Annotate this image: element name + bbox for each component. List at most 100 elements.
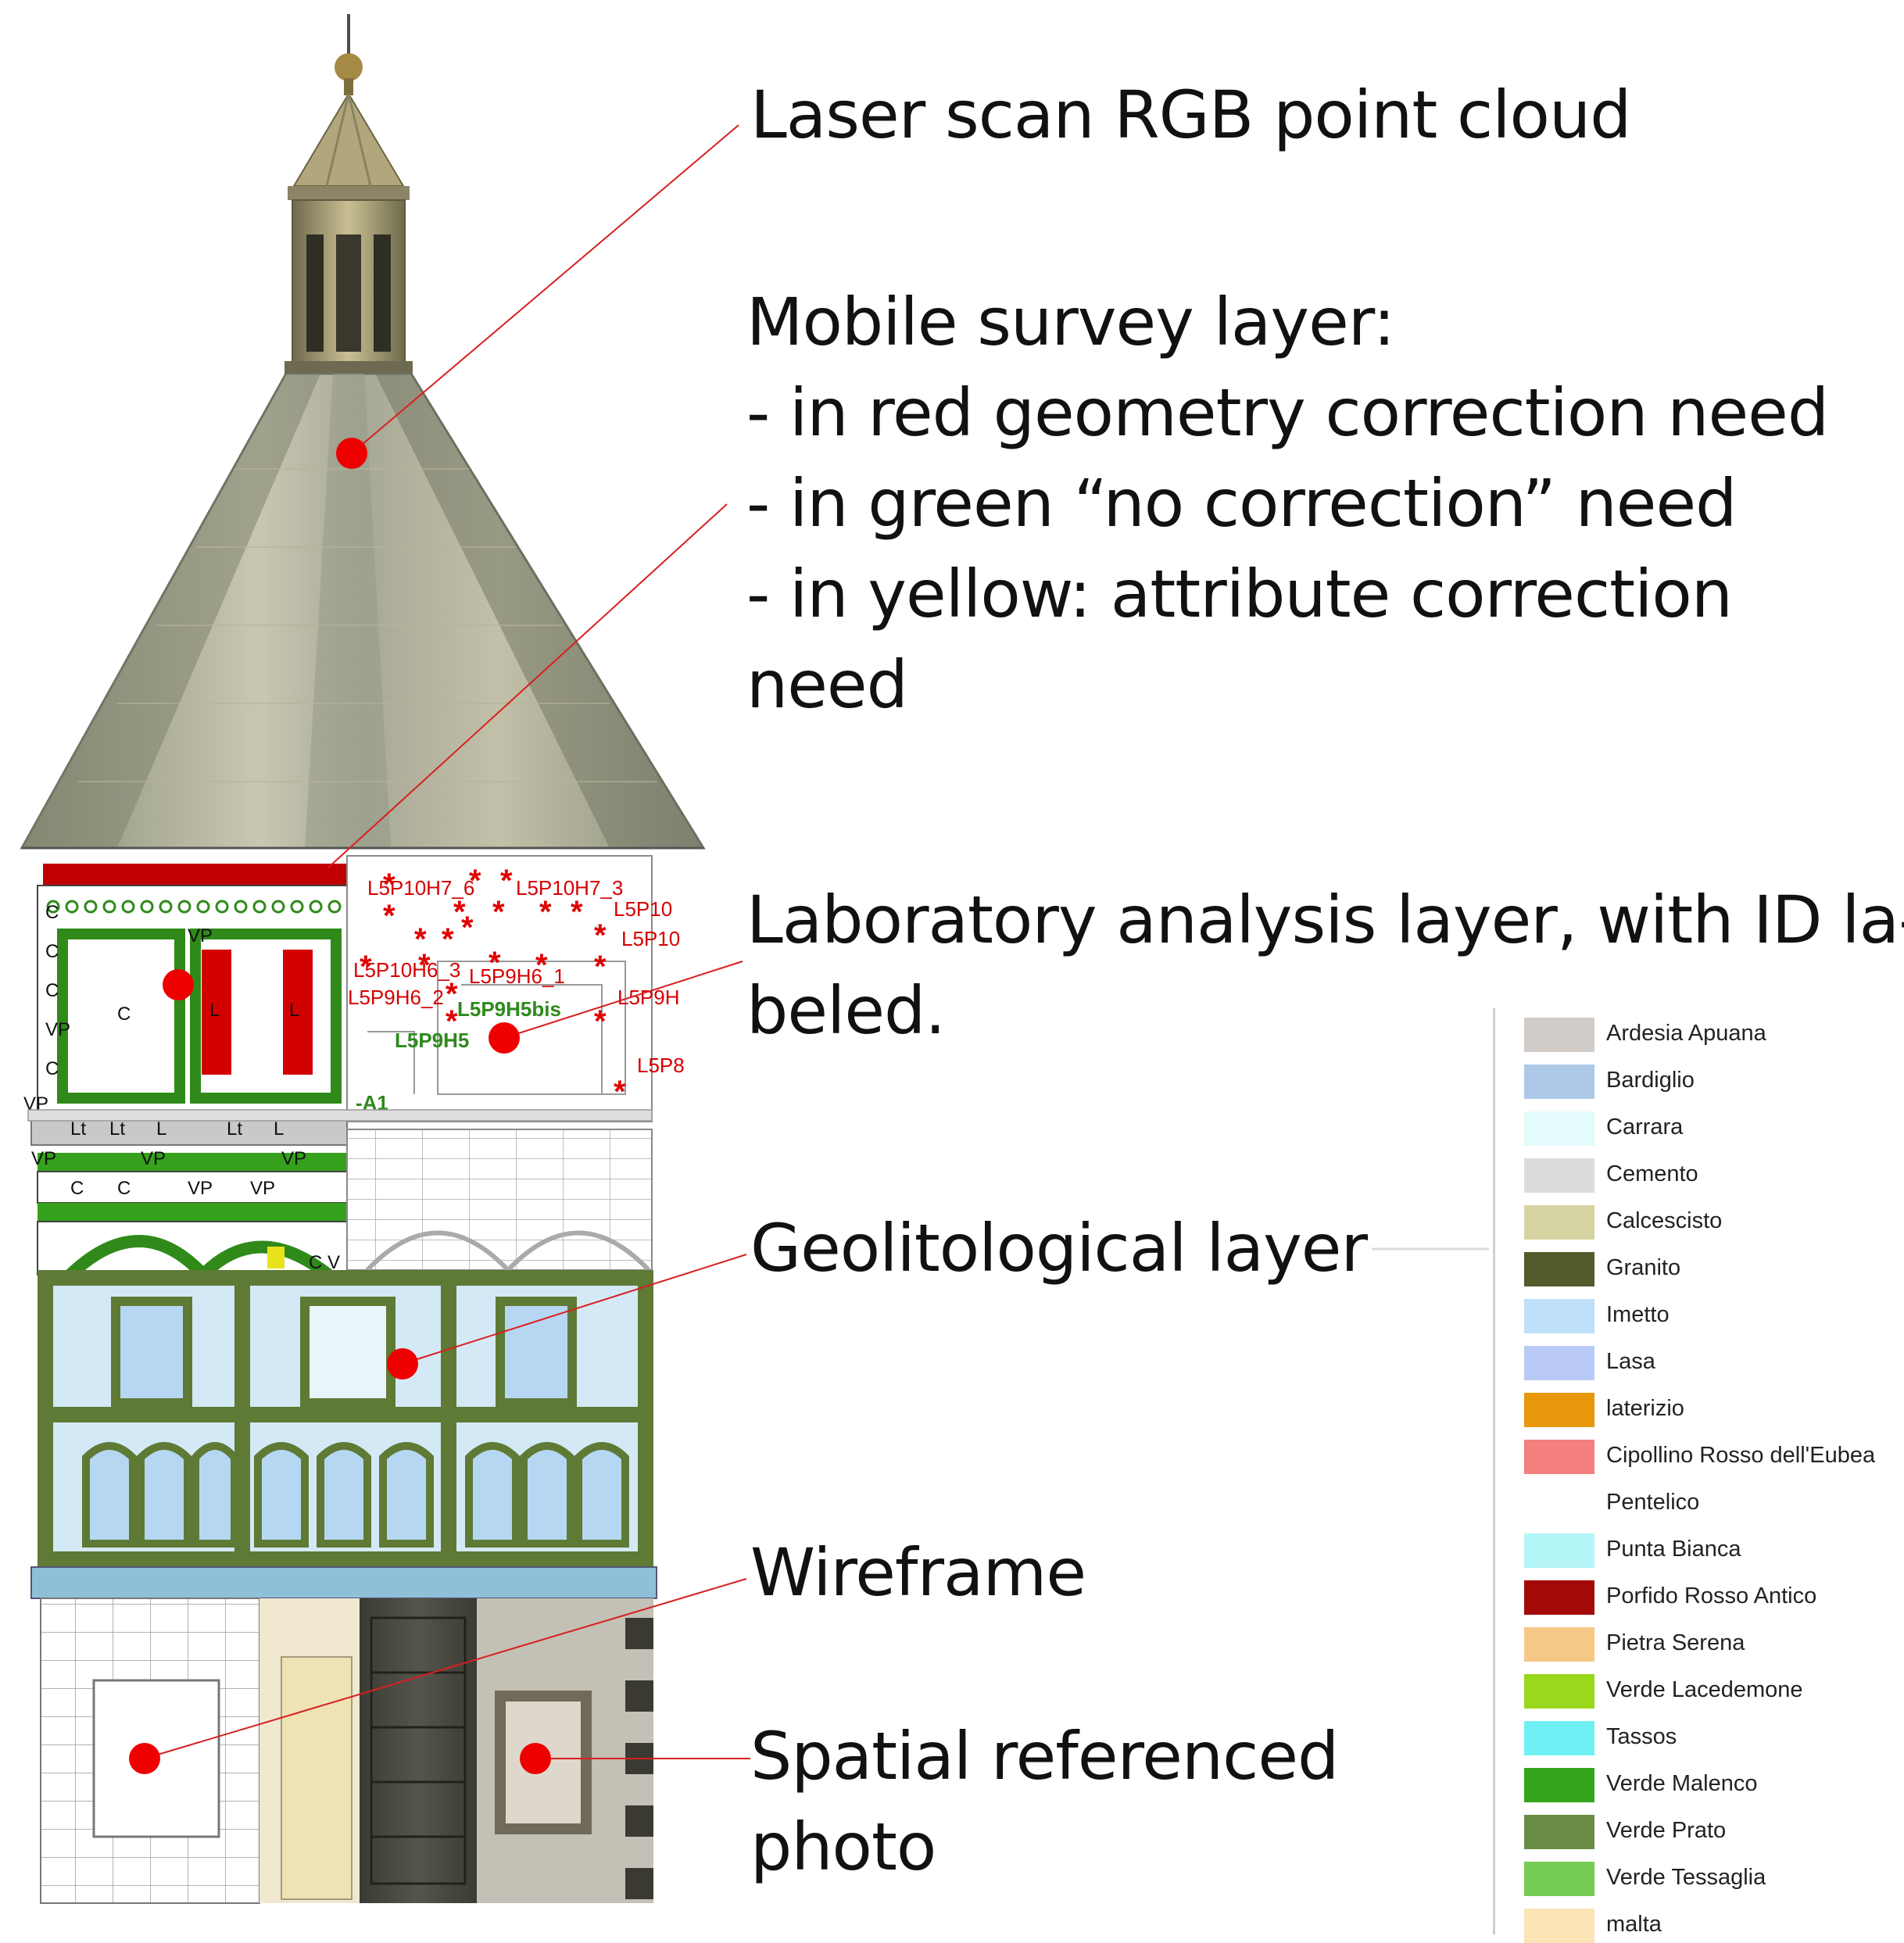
caption-wireframe: Wireframe [750, 1528, 1086, 1619]
laboratory-analysis-layer: L5P10H7_6 L5P10H7_3 L5P10 L5P10 L5P10H6_… [346, 855, 685, 1122]
survey-code: C [117, 1178, 131, 1199]
legend-swatch [1524, 1627, 1594, 1662]
legend-label: malta [1606, 1912, 1662, 1937]
legend-swatch [1524, 1440, 1594, 1474]
lab-id-label: L5P10H7_6 [367, 876, 474, 900]
legend-swatch [1524, 1065, 1594, 1099]
survey-code: C [70, 1178, 84, 1199]
legend-swatch [1524, 1158, 1594, 1193]
legend-swatch [1524, 1487, 1594, 1521]
caption-line: Laboratory analysis layer, with ID la- [746, 882, 1904, 958]
svg-text:*: * [418, 948, 431, 982]
legend-swatch [1524, 1909, 1594, 1943]
photo-marker [520, 1743, 551, 1774]
survey-code: VP [45, 1019, 70, 1040]
svg-text:*: * [489, 946, 501, 980]
legend-swatch [1524, 1580, 1594, 1615]
caption-line: Geolitological layer [750, 1210, 1368, 1286]
legend-label: Cipollino Rosso dell'Eubea [1606, 1443, 1876, 1468]
survey-code: L [274, 1118, 284, 1140]
spatial-referenced-photo [360, 1598, 653, 1903]
legend-label: Imetto [1606, 1302, 1670, 1327]
mobile-survey-layer: C C C VP C C L L VP VP Lt Lt L Lt L [23, 864, 348, 1280]
green-no-correction-band [38, 1203, 347, 1222]
svg-text:*: * [461, 911, 474, 945]
lab-id-label: L5P10H7_3 [516, 876, 623, 900]
svg-text:*: * [614, 1075, 626, 1109]
laser-scan-roof [20, 14, 706, 850]
laboratory-marker [489, 1022, 520, 1054]
red-correction-panel [283, 950, 313, 1075]
legend-swatch [1524, 1205, 1594, 1240]
svg-text:*: * [500, 864, 513, 898]
red-correction-panel [202, 950, 231, 1075]
lab-id-label: L5P10 [614, 897, 672, 921]
legend-swatch [1524, 1674, 1594, 1709]
survey-code: L [289, 1000, 299, 1021]
legend-label: Granito [1606, 1255, 1681, 1280]
svg-text:*: * [469, 864, 481, 898]
svg-text:*: * [571, 895, 583, 929]
caption-line: - in green “no correction” need [746, 464, 1738, 542]
survey-code: C [45, 980, 59, 1001]
survey-code: VP [188, 1178, 213, 1199]
legend-swatch [1524, 1393, 1594, 1427]
legend-label: Pentelico [1606, 1490, 1700, 1515]
legend-label: Bardiglio [1606, 1068, 1695, 1093]
caption-line: photo [750, 1808, 936, 1885]
legend-swatch [1524, 1721, 1594, 1755]
yellow-attribute-mark [267, 1247, 285, 1268]
survey-code: L [156, 1118, 166, 1140]
caption-line: need [746, 646, 908, 723]
wireframe-strip [27, 1109, 653, 1272]
green-no-correction-band [38, 1153, 347, 1172]
wireframe-marker [129, 1743, 160, 1774]
caption-laboratory-analysis: Laboratory analysis layer, with ID la- b… [746, 875, 1904, 1057]
svg-text:*: * [539, 895, 552, 929]
caption-line: Spatial referenced [750, 1718, 1339, 1795]
legend-swatch [1524, 1815, 1594, 1849]
legend-swatch [1524, 1533, 1594, 1568]
legend-swatch [1524, 1111, 1594, 1146]
svg-text:*: * [535, 948, 548, 982]
legend-swatch [1524, 1299, 1594, 1333]
legend-divider [1493, 1008, 1495, 1934]
mobile-survey-marker [163, 969, 194, 1000]
lab-id-label: L5P9H6_2 [348, 986, 444, 1009]
legend-swatch [1524, 1018, 1594, 1052]
svg-text:*: * [594, 1004, 607, 1039]
caption-laser-scan: Laser scan RGB point cloud [750, 70, 1631, 161]
legend-label: Punta Bianca [1606, 1537, 1741, 1562]
svg-text:*: * [594, 918, 607, 953]
legend-swatch [1524, 1346, 1594, 1380]
legend-label: Calcescisto [1606, 1208, 1723, 1233]
svg-text:*: * [492, 895, 505, 929]
caption-mobile-survey: Mobile survey layer: - in red geometry c… [746, 277, 1829, 731]
lab-id-label: L5P10 [621, 927, 680, 950]
legend-label: Ardesia Apuana [1606, 1021, 1766, 1046]
svg-text:*: * [383, 868, 395, 902]
svg-text:*: * [414, 922, 427, 957]
legend-label: Verde Prato [1606, 1818, 1727, 1843]
caption-geolitological: Geolitological layer [750, 1204, 1368, 1294]
survey-code: C [45, 902, 59, 923]
svg-text:*: * [446, 1004, 458, 1039]
lab-id-label-green: L5P9H5 [395, 1029, 469, 1052]
svg-text:*: * [453, 895, 466, 929]
callout-dots [129, 438, 551, 1774]
wireframe-layer [40, 1598, 360, 1904]
legend-label: Tassos [1606, 1724, 1677, 1749]
svg-text:*: * [383, 899, 395, 933]
legend-swatch [1524, 1862, 1594, 1896]
lab-id-label: L5P9H6_1 [469, 964, 565, 988]
survey-code: VP [31, 1148, 56, 1169]
lab-id-label-green: L5P9H5bis [457, 997, 561, 1021]
survey-code: Lt [109, 1118, 125, 1140]
legend-label: Cemento [1606, 1161, 1698, 1186]
survey-code: C V [309, 1252, 340, 1273]
geolitological-marker [387, 1348, 418, 1379]
legend-swatch [1524, 1768, 1594, 1802]
survey-code: L [209, 1000, 220, 1021]
svg-text:*: * [446, 977, 458, 1011]
